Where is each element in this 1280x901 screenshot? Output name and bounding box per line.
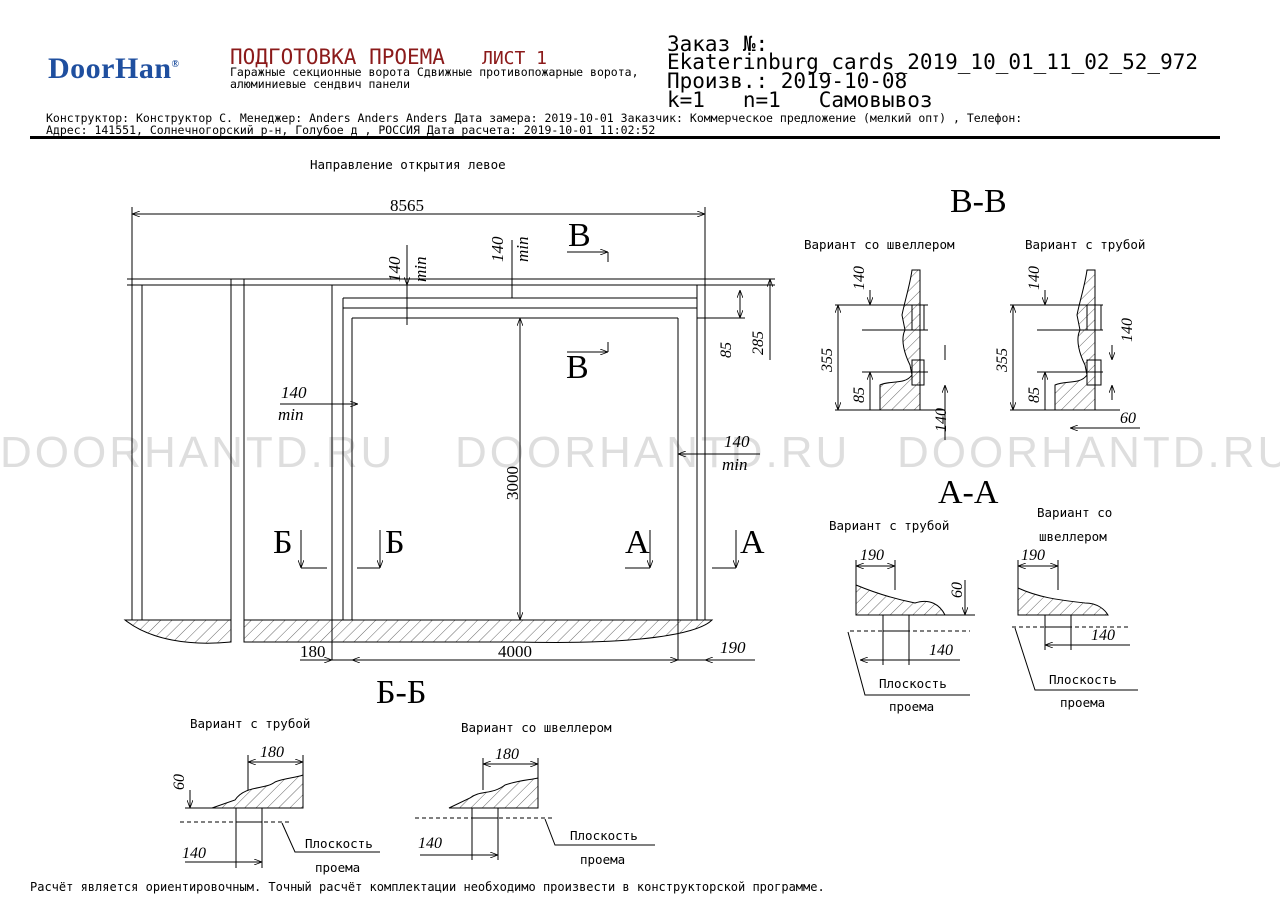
- section-bb-drawing: [180, 755, 655, 868]
- dim-side-min-left-label: min: [278, 405, 304, 424]
- order-label: Заказ №:: [667, 32, 769, 56]
- aa-ch-plane-line1: Плоскость: [1049, 672, 1117, 687]
- aa-variant-channel-line2: швеллером: [1039, 529, 1107, 544]
- section-mark-b-left: Б: [273, 524, 293, 561]
- dim-lintel-285: 285: [750, 331, 767, 355]
- bb-variant-pipe: Вариант с трубой: [190, 716, 311, 731]
- vv-variant-pipe: Вариант с трубой: [1025, 237, 1146, 252]
- dim-side-min-left: 140: [281, 383, 307, 402]
- dim-top-min-140-a: 140: [385, 256, 404, 282]
- vv-ch-d140-bottom: 140: [933, 408, 950, 432]
- aa-variant-channel-line1: Вариант со: [1037, 505, 1113, 520]
- bb-pipe-d60: 60: [171, 774, 188, 790]
- section-mark-a-right: А: [740, 524, 765, 561]
- header-divider: [30, 136, 1220, 139]
- sheet-number: ЛИСТ 1: [482, 48, 548, 69]
- section-bb-title: Б-Б: [376, 674, 426, 711]
- watermark-left: DOORHANTD.RU: [0, 428, 396, 477]
- opening-direction: Направление открытия левое: [310, 157, 506, 172]
- bb-pipe-d140: 140: [182, 845, 206, 862]
- dim-top-min-140-b: 140: [488, 236, 507, 262]
- bb-ch-plane-line2: проема: [580, 852, 626, 867]
- section-mark-v-top: В: [568, 217, 591, 254]
- dim-side-min-right-label: min: [722, 455, 748, 474]
- aa-ch-d190: 190: [1021, 547, 1045, 564]
- dim-opening-width: 4000: [498, 642, 532, 661]
- vv-pipe-d85: 85: [1026, 387, 1043, 403]
- vv-pipe-d355: 355: [994, 348, 1011, 373]
- bb-pipe-plane-line1: Плоскость: [305, 836, 373, 851]
- footer-note: Расчёт является ориентировочным. Точный …: [30, 880, 825, 894]
- bb-ch-d140: 140: [418, 835, 442, 852]
- dim-right-side: 190: [720, 638, 746, 657]
- order-number: Ekaterinburg_cards_2019_10_01_11_02_52_9…: [667, 50, 1199, 74]
- bb-ch-d180: 180: [495, 746, 519, 763]
- section-mark-a-left: А: [625, 524, 650, 561]
- front-view: [123, 207, 775, 660]
- aa-variant-pipe: Вариант с трубой: [829, 518, 950, 533]
- bb-ch-plane-line1: Плоскость: [570, 828, 638, 843]
- vv-ch-d140: 140: [851, 266, 868, 290]
- order-params: k=1 n=1 Самовывоз: [667, 88, 933, 112]
- section-aa-drawing: [847, 560, 1138, 696]
- aa-ch-plane-line2: проема: [1060, 695, 1106, 710]
- vv-variant-channel: Вариант со швеллером: [804, 237, 955, 252]
- aa-ch-d140: 140: [1091, 627, 1115, 644]
- vv-pipe-d140: 140: [1026, 266, 1043, 290]
- section-vv-drawing: [835, 269, 1140, 440]
- aa-pipe-d140: 140: [929, 642, 953, 659]
- section-mark-v-bottom: В: [566, 349, 589, 386]
- dim-height: 3000: [503, 466, 522, 500]
- dim-top-min-a-label: min: [411, 257, 430, 283]
- dim-side-min-right: 140: [724, 432, 750, 451]
- vv-pipe-d140-right: 140: [1119, 318, 1136, 342]
- bb-pipe-plane-line2: проема: [315, 860, 361, 875]
- production-date: Произв.: 2019-10-08: [667, 69, 908, 93]
- section-mark-b-right: Б: [385, 524, 405, 561]
- dim-left-side: 180: [300, 642, 326, 661]
- vv-ch-d85: 85: [851, 387, 868, 403]
- aa-pipe-d60: 60: [949, 582, 966, 598]
- bb-pipe-d180: 180: [260, 744, 284, 761]
- page-title: ПОДГОТОВКА ПРОЕМА: [230, 45, 445, 69]
- dim-lintel-85: 85: [718, 342, 735, 358]
- aa-pipe-plane-line2: проема: [889, 699, 935, 714]
- aa-pipe-plane-line1: Плоскость: [879, 676, 947, 691]
- doorhan-logo: DoorHan®: [48, 52, 180, 85]
- vv-pipe-d60: 60: [1120, 410, 1136, 427]
- product-subtitle: Гаражные секционные ворота Сдвижные прот…: [230, 65, 639, 91]
- bb-variant-channel: Вариант со швеллером: [461, 720, 612, 735]
- section-vv-title: В-В: [950, 183, 1007, 220]
- info-line-2: Адрес: 141551, Солнечногорский р-н, Голу…: [46, 123, 656, 137]
- dim-top-min-b-label: min: [513, 237, 532, 263]
- info-line-1: Конструктор: Конструктор С. Менеджер: An…: [46, 111, 1023, 125]
- dim-total-width: 8565: [390, 196, 424, 215]
- watermark-right: DOORHANTD.RU: [897, 428, 1280, 477]
- vv-ch-d355: 355: [819, 348, 836, 373]
- section-aa-title: А-А: [938, 474, 999, 511]
- aa-pipe-d190: 190: [860, 547, 884, 564]
